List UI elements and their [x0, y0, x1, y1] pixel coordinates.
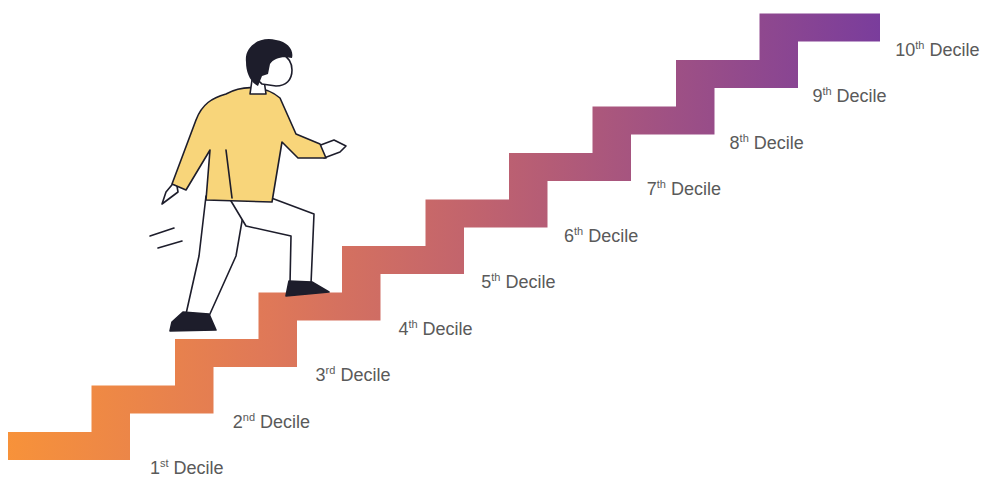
ordinal-number: 2 [233, 412, 243, 432]
ordinal-number: 10 [895, 40, 915, 60]
label-word: Decile [832, 86, 887, 106]
decile-label: 8th Decile [730, 132, 804, 156]
ordinal-number: 4 [398, 319, 408, 339]
front-leg [228, 196, 314, 284]
shoe [286, 281, 329, 296]
ordinal-suffix: th [408, 318, 417, 330]
ordinal-number: 8 [730, 133, 740, 153]
decile-label: 2nd Decile [233, 411, 310, 435]
climbing-person [150, 39, 346, 331]
speed-line [158, 241, 182, 248]
ordinal-suffix: th [915, 39, 924, 51]
ordinal-number: 1 [150, 458, 160, 478]
label-word: Decile [924, 40, 979, 60]
label-word: Decile [418, 319, 473, 339]
ordinal-number: 5 [481, 272, 491, 292]
label-word: Decile [500, 272, 555, 292]
ordinal-suffix: th [574, 225, 583, 237]
shoe [170, 312, 216, 331]
decile-label: 4th Decile [398, 318, 472, 342]
decile-label: 5th Decile [481, 271, 555, 295]
ordinal-suffix: st [160, 457, 169, 469]
decile-label: 3rd Decile [316, 364, 391, 388]
ordinal-suffix: rd [326, 364, 336, 376]
label-word: Decile [666, 179, 721, 199]
back-leg [186, 196, 246, 316]
ordinal-suffix: th [822, 85, 831, 97]
speed-line [150, 228, 174, 236]
label-word: Decile [583, 226, 638, 246]
label-word: Decile [335, 365, 390, 385]
decile-label: 10th Decile [895, 39, 979, 63]
sweater [172, 88, 326, 202]
decile-label: 9th Decile [812, 85, 886, 109]
ordinal-number: 7 [647, 179, 657, 199]
ordinal-suffix: th [657, 178, 666, 190]
sweater-fold [226, 150, 232, 198]
ordinal-suffix: th [740, 132, 749, 144]
label-word: Decile [169, 458, 224, 478]
decile-label: 7th Decile [647, 178, 721, 202]
ordinal-suffix: th [491, 271, 500, 283]
ordinal-number: 9 [812, 86, 822, 106]
ordinal-suffix: nd [243, 411, 255, 423]
label-word: Decile [255, 412, 310, 432]
hair [246, 39, 293, 86]
ordinal-number: 3 [316, 365, 326, 385]
ordinal-number: 6 [564, 226, 574, 246]
decile-label: 1st Decile [150, 457, 224, 481]
label-word: Decile [749, 133, 804, 153]
decile-label: 6th Decile [564, 225, 638, 249]
staircase [8, 14, 880, 461]
